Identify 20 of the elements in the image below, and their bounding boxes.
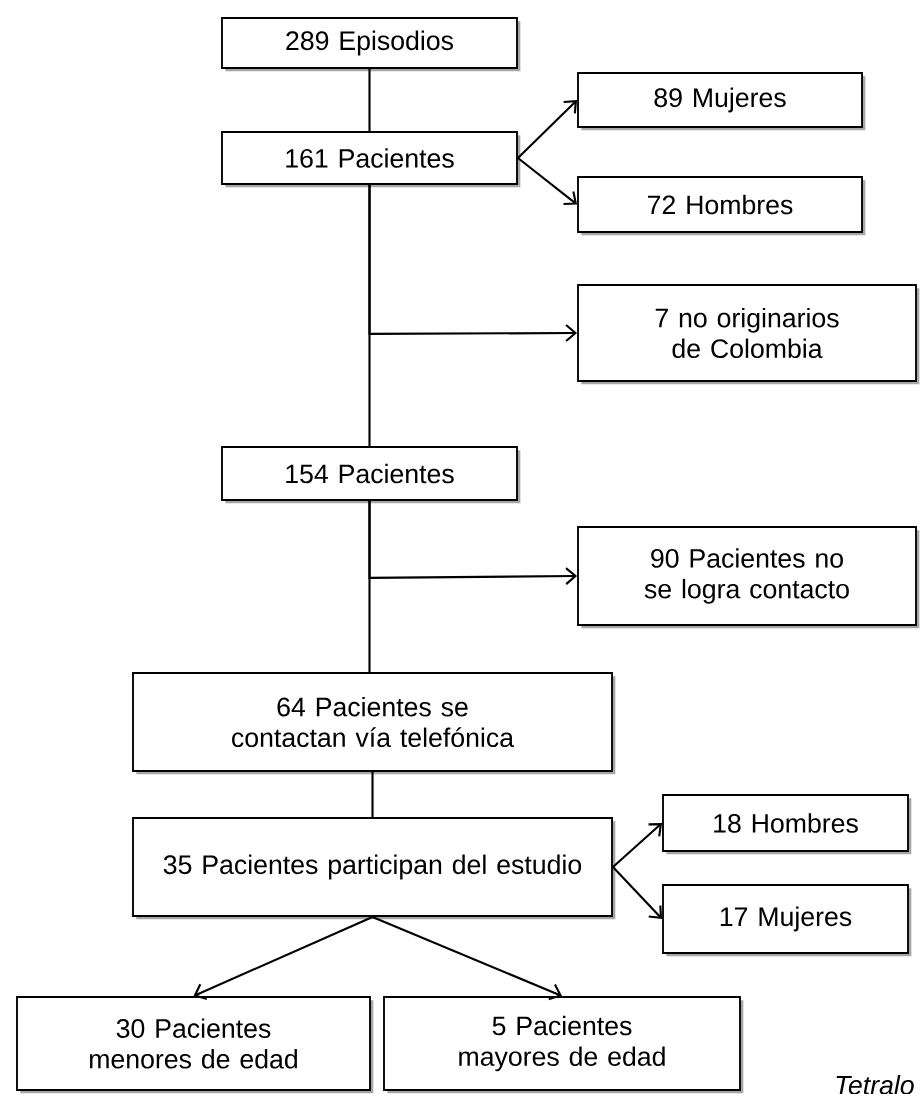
flow-box: 89 Mujeres — [577, 72, 866, 131]
arrow — [372, 915, 562, 1001]
flow-box: 30 Pacientes menores de edad — [16, 996, 374, 1094]
arrow — [517, 157, 578, 206]
arrow — [612, 866, 663, 919]
flow-box: 5 Pacientes mayores de edad — [383, 996, 744, 1094]
note-text: Tetralo — [836, 1075, 914, 1094]
flow-box: 161 Pacientes — [221, 131, 521, 188]
flow-box: 7 no originarios de Colombia — [577, 284, 920, 385]
flow-box: 64 Pacientes se contactan vía telefónica — [132, 672, 616, 775]
flow-box: 289 Episodios — [221, 17, 521, 72]
flow-box: 17 Mujeres — [662, 884, 912, 957]
flow-box: 90 Pacientes no se logra contacto — [577, 526, 920, 629]
flow-box: 35 Pacientes participan del estudio — [132, 817, 616, 920]
flow-box: 154 Pacientes — [221, 446, 521, 504]
flow-box: 18 Hombres — [662, 794, 912, 855]
arrow — [612, 823, 663, 868]
flow-box: 72 Hombres — [577, 176, 866, 236]
arrow — [193, 915, 373, 1000]
arrow — [517, 100, 578, 159]
